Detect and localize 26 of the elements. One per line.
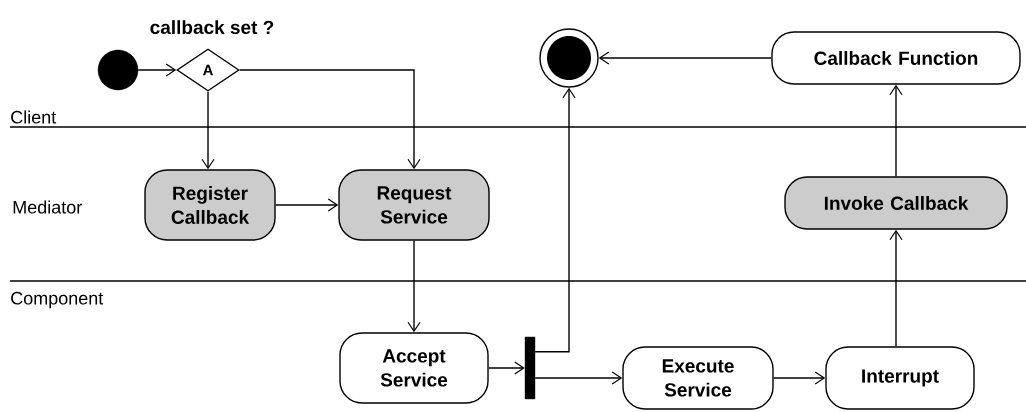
- start-node: [97, 49, 139, 91]
- arrow: [534, 87, 576, 353]
- arrow: [275, 198, 339, 212]
- arrow: [598, 51, 772, 65]
- fork-bar: [524, 336, 536, 400]
- lane-label: Client: [11, 110, 57, 124]
- action-box: Execute Service: [622, 346, 774, 410]
- arrow: [488, 361, 525, 375]
- arrow: [201, 91, 215, 170]
- decision-label: callback set ?: [150, 20, 274, 35]
- arrow: [407, 240, 421, 333]
- action-box: Request Service: [338, 169, 490, 241]
- lane-label: Mediator: [13, 200, 82, 214]
- arrow: [137, 63, 177, 77]
- arrow: [773, 371, 826, 385]
- action-box: Interrupt: [825, 346, 975, 410]
- lane-label: Component: [11, 291, 104, 309]
- action-box: Register Callback: [144, 169, 276, 241]
- arrow: [889, 84, 903, 177]
- arrow: [239, 69, 421, 170]
- action-box: Callback Function: [771, 31, 1021, 85]
- end-node: [539, 28, 599, 88]
- action-box: Accept Service: [339, 332, 489, 404]
- arrow: [534, 371, 623, 385]
- action-box: Invoke Callback: [784, 176, 1008, 230]
- arrow: [889, 229, 903, 347]
